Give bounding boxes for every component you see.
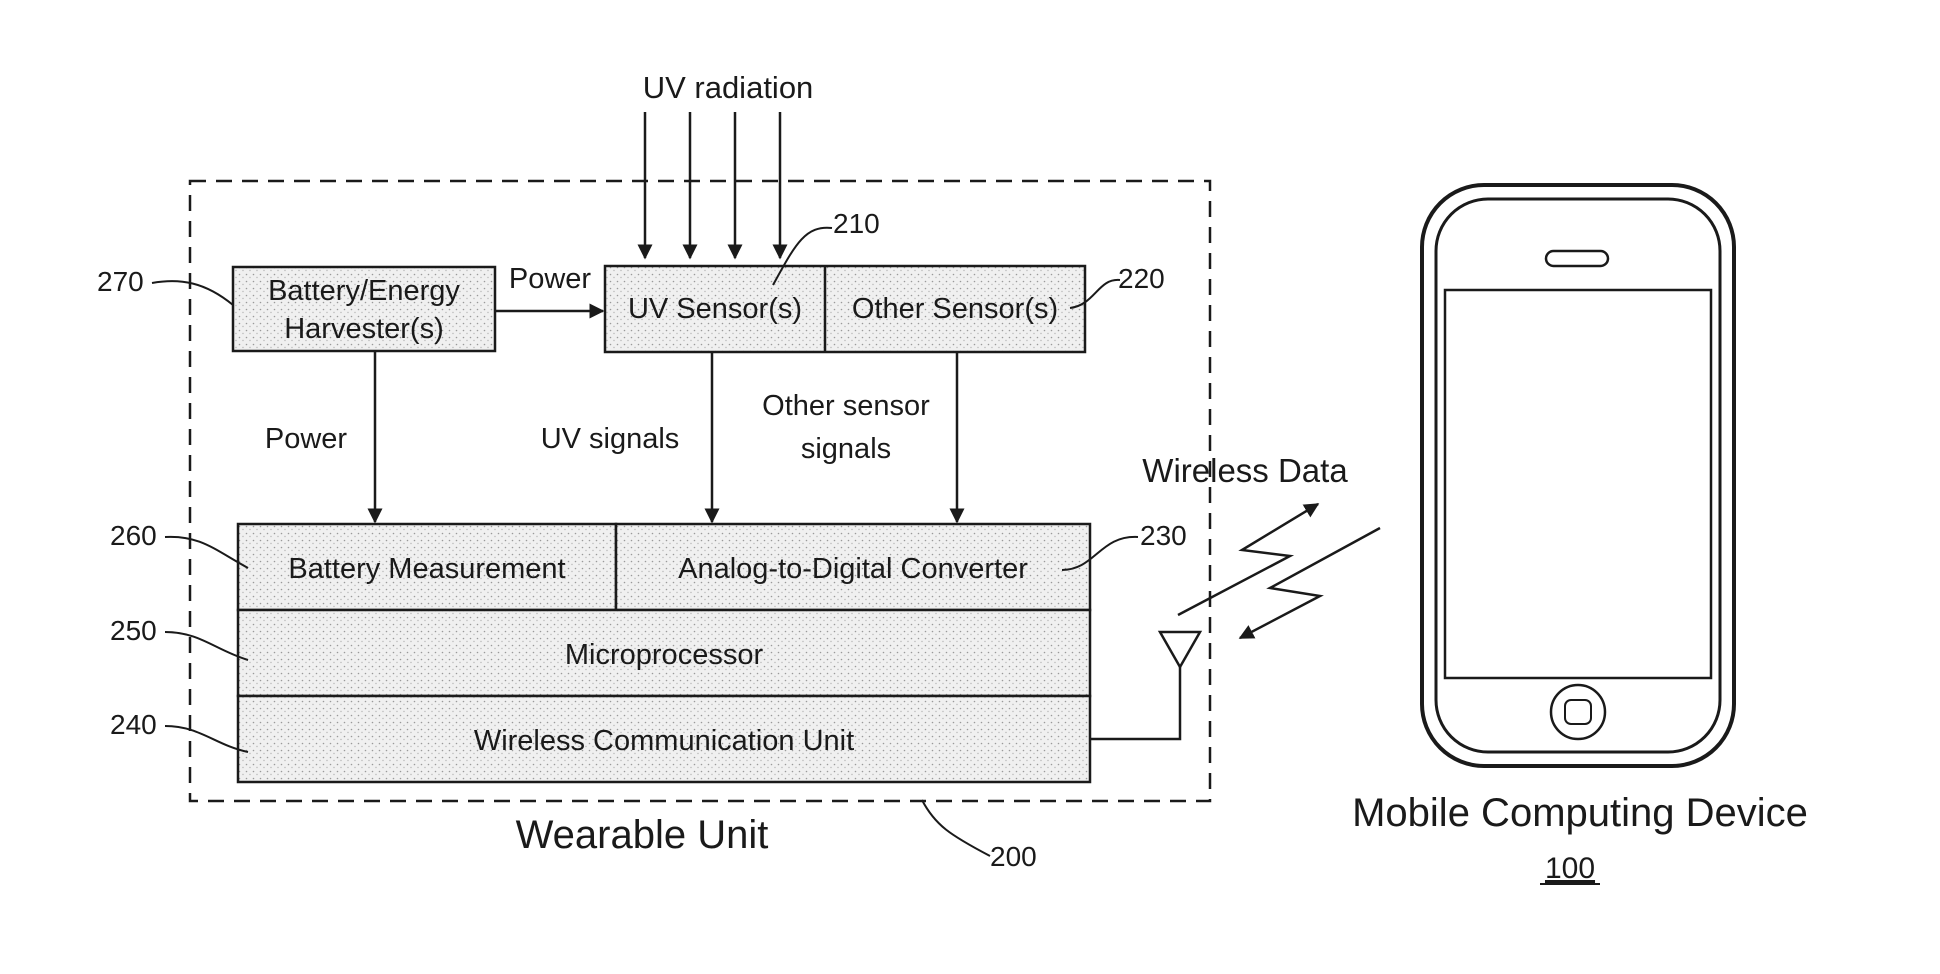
ref-230: 230 — [1140, 520, 1187, 551]
adc-label: Analog-to-Digital Converter — [678, 553, 1028, 585]
microprocessor-label: Microprocessor — [565, 639, 764, 671]
power-left-label: Power — [265, 423, 348, 455]
mobile-phone-icon — [1422, 185, 1734, 766]
other-sensor-label: Other Sensor(s) — [852, 293, 1058, 325]
uv-signals-label: UV signals — [541, 423, 680, 455]
antenna-icon — [1090, 632, 1200, 739]
mobile-computing-device-label: Mobile Computing Device — [1352, 791, 1808, 835]
ref-200: 200 — [990, 841, 1037, 872]
processing-stack: Battery Measurement Analog-to-Digital Co… — [238, 524, 1090, 782]
ref-270: 270 — [97, 266, 144, 297]
power-top-label: Power — [509, 263, 592, 295]
uv-radiation-arrows — [645, 112, 780, 258]
wireless-data-label: Wireless Data — [1142, 452, 1348, 489]
battery-harvester-label-line2: Harvester(s) — [284, 313, 444, 345]
wireless-communication-label: Wireless Communication Unit — [474, 725, 854, 757]
ref-210: 210 — [833, 208, 880, 239]
other-sensor-signals-label-line1: Other sensor — [762, 390, 930, 422]
ref-100: 100 — [1545, 852, 1595, 885]
wearable-unit-label: Wearable Unit — [516, 813, 769, 857]
battery-energy-harvester-block: Battery/Energy Harvester(s) — [233, 267, 495, 351]
ref-220: 220 — [1118, 263, 1165, 294]
ref-260: 260 — [110, 520, 157, 551]
uv-radiation-label: UV radiation — [643, 70, 814, 105]
battery-harvester-label-line1: Battery/Energy — [268, 275, 460, 307]
ref-240: 240 — [110, 709, 157, 740]
battery-measurement-label: Battery Measurement — [288, 553, 565, 585]
wireless-data-arrows — [1178, 504, 1380, 638]
uv-sensor-label: UV Sensor(s) — [628, 293, 802, 325]
ref-250: 250 — [110, 615, 157, 646]
sensor-block: UV Sensor(s) Other Sensor(s) — [605, 266, 1085, 352]
other-sensor-signals-label-line2: signals — [801, 433, 891, 465]
